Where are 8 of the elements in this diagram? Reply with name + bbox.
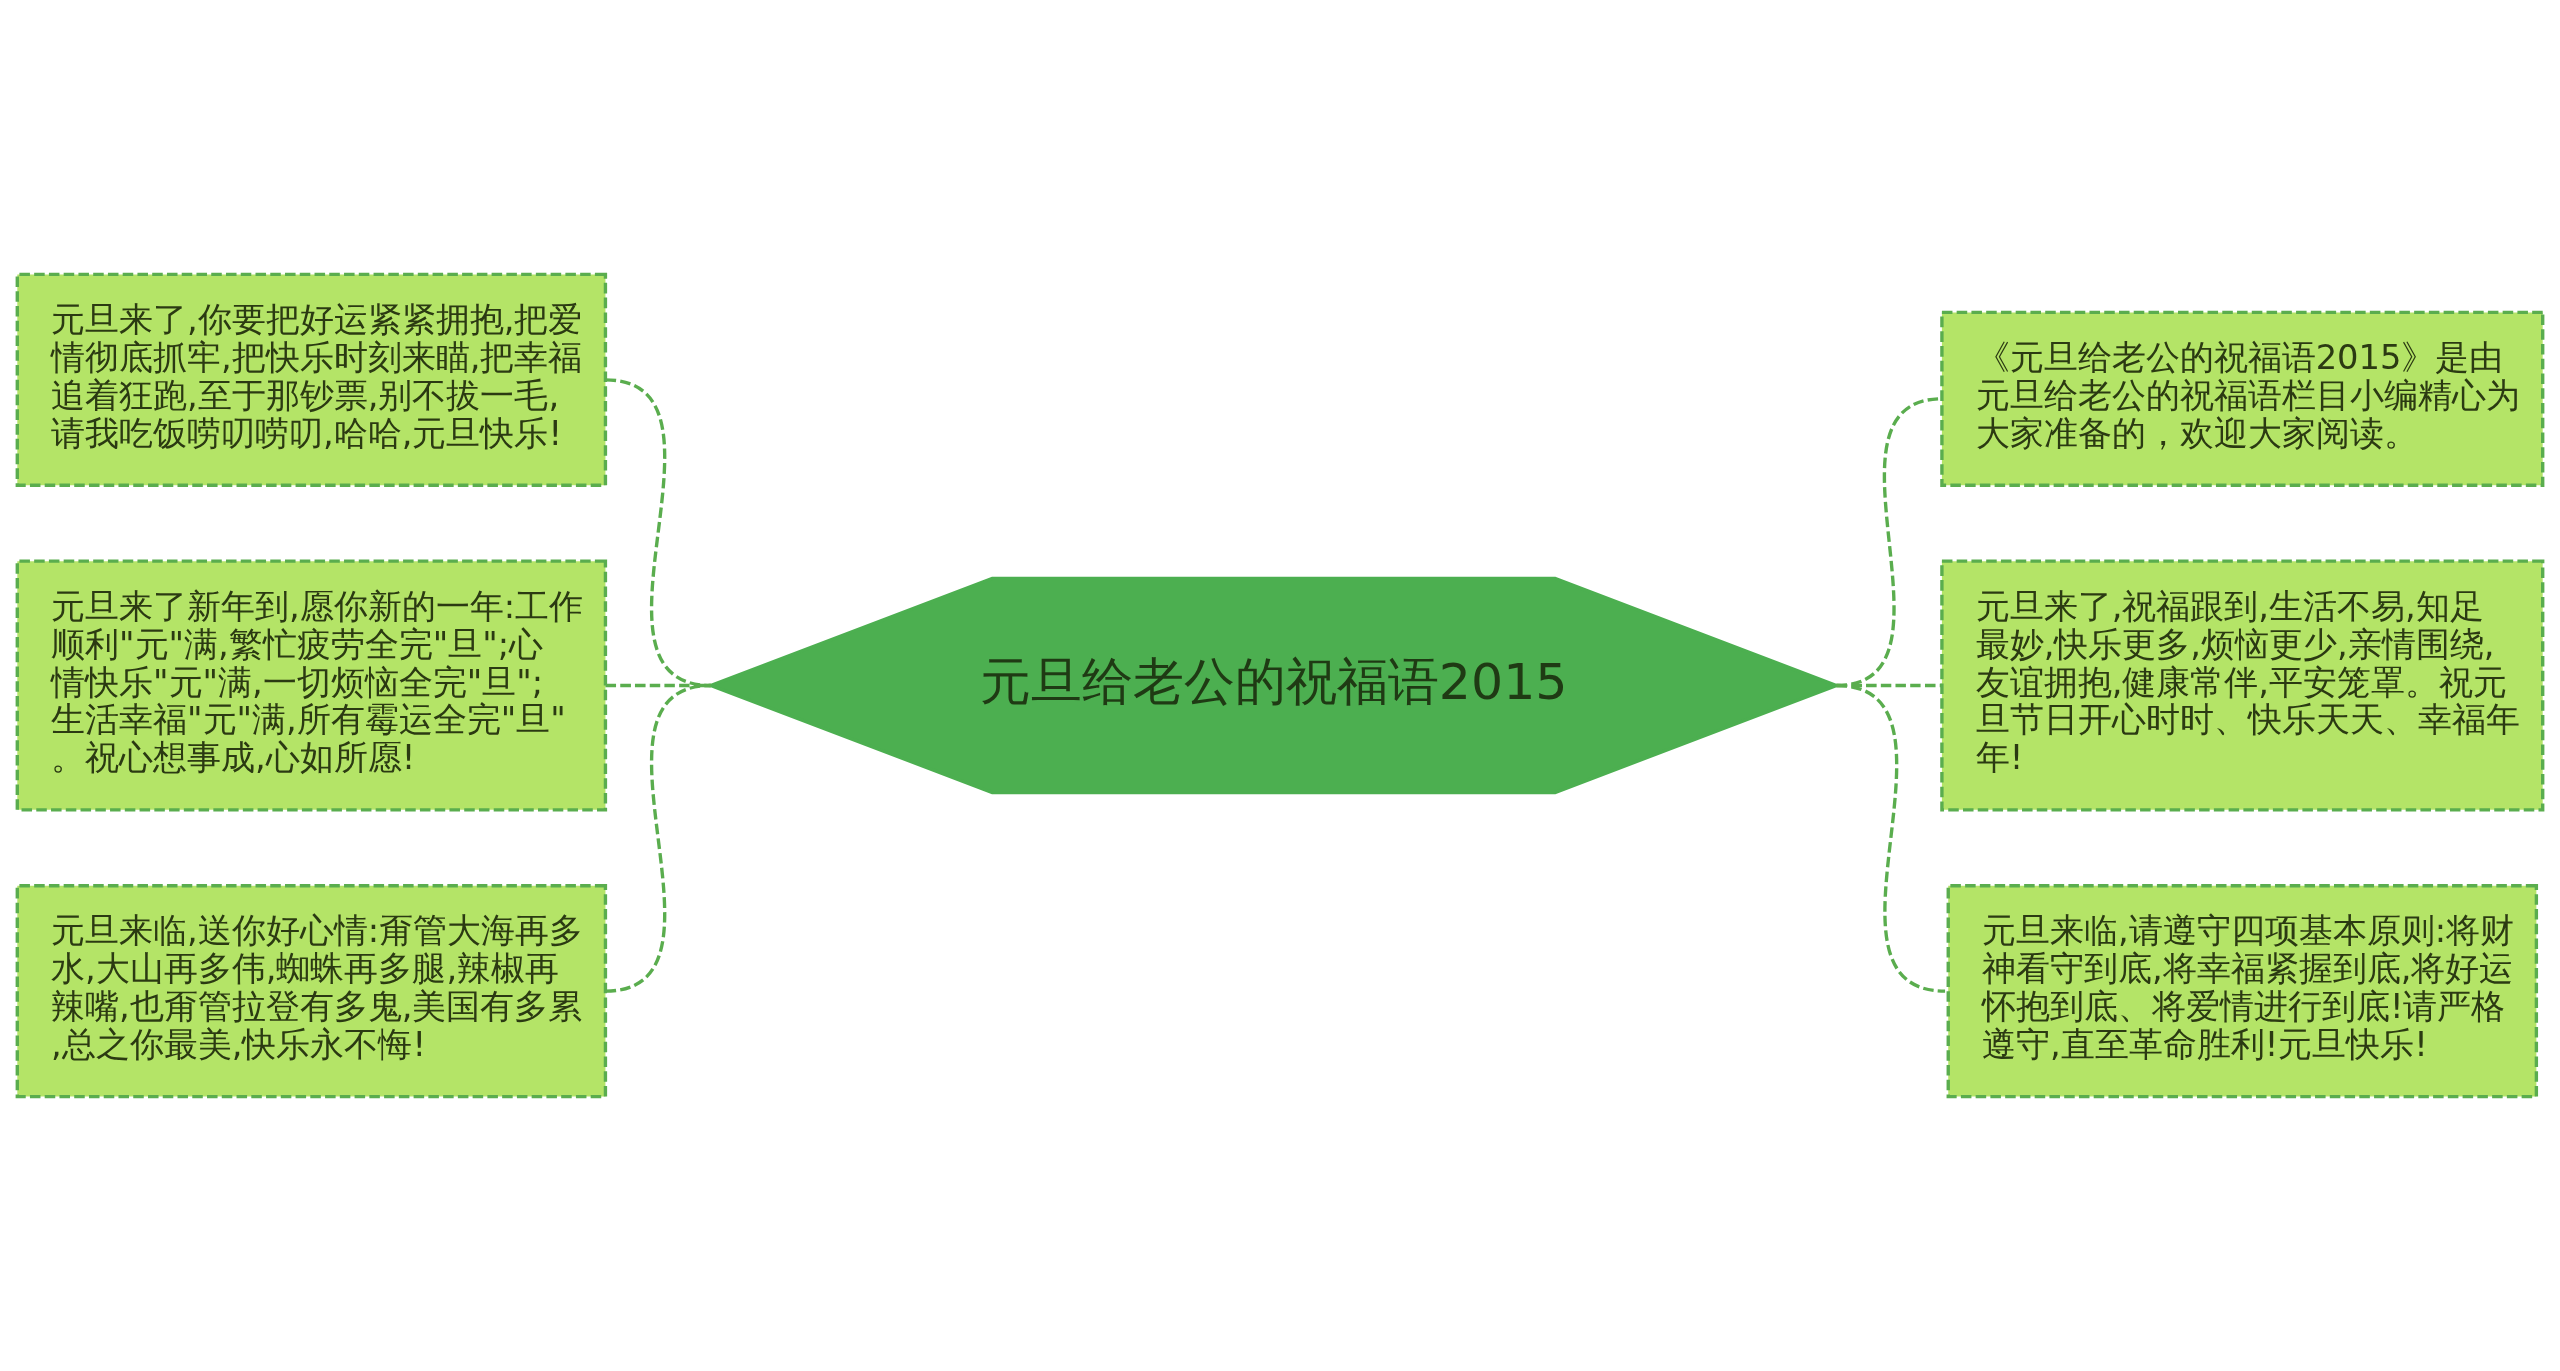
node-box: 元旦来了,祝福跟到,生活不易,知足最妙,快乐更多,烦恼更少,亲情围绕,友谊拥抱,健康常伴,平安笼罩。祝元旦节日开心时时、快乐天天、幸福年年! [1940, 559, 2545, 812]
node-box: 《元旦给老公的祝福语2015》是由元旦给老公的祝福语栏目小编精心为大家准备的，欢迎大家阅读。 [1940, 310, 2545, 487]
node-box: 元旦来临,送你好心情:甭管大海再多水,大山再多伟,蜘蛛再多腿,辣椒再辣嘴,也甭管拉登有多鬼,美国有多累,总之你最美,快乐永不悔! [15, 884, 608, 1099]
connector [605, 683, 712, 993]
node-box: 元旦来临,请遵守四项基本原则:将财神看守到底,将幸福紧握到底,将好运怀抱到底、将爱情进行到底!请严格遵守,直至革命胜利!元旦快乐! [1946, 884, 2539, 1099]
node-box: 元旦来了新年到,愿你新的一年:工作顺利"元"满,繁忙疲劳全完"旦";心情快乐"元"满,一切烦恼全完"旦";生活幸福"元"满,所有霉运全完"旦"。祝心想事成,心如所愿! [15, 559, 608, 812]
connector [1836, 683, 1946, 993]
node-box: 元旦来了,你要把好运紧紧拥抱,把爱情彻底抓牢,把快乐时刻来瞄,把幸福追着狂跑,至于那钞票,别不拔一毛,请我吃饭唠叨唠叨,哈哈,元旦快乐! [15, 272, 608, 487]
